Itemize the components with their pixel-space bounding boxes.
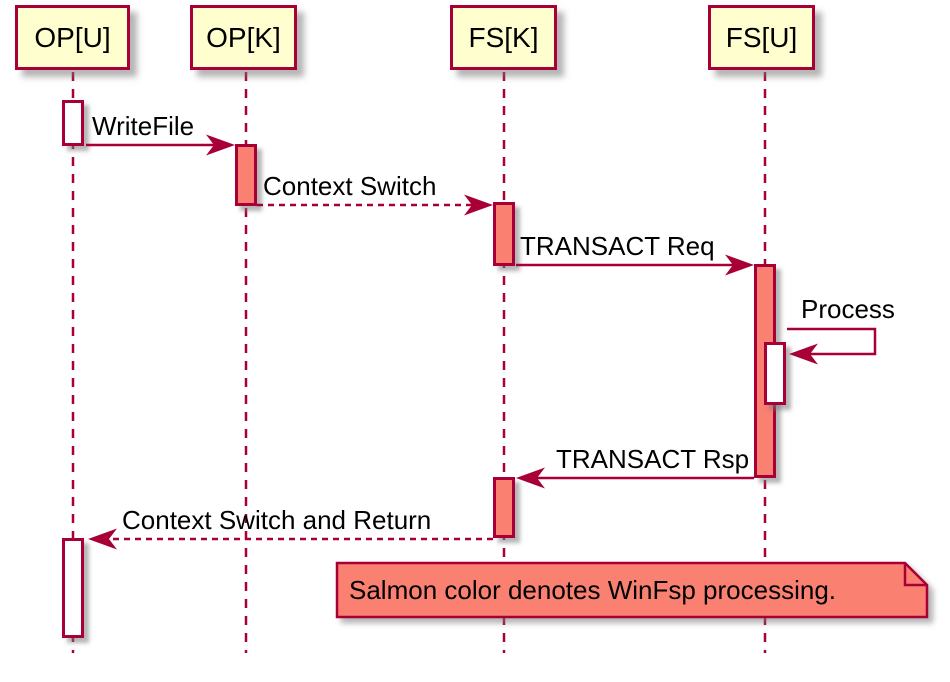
participant-label-opk: OP[K] (206, 21, 281, 53)
activation-fsk-salmon-1 (493, 202, 515, 266)
activation-opu-1 (62, 100, 84, 146)
participant-box-opk: OP[K] (190, 5, 297, 70)
activation-fsu-nested-white (764, 342, 786, 405)
participant-box-fsu: FS[U] (708, 5, 815, 70)
activation-opu-2 (62, 538, 84, 638)
message-label-process: Process (801, 294, 895, 324)
message-label-transact-rsp: TRANSACT Rsp (556, 444, 750, 474)
message-label-writefile: WriteFile (92, 111, 195, 141)
message-label-transact-req: TRANSACT Req (520, 231, 715, 261)
message-label-context-switch-return: Context Switch and Return (122, 505, 432, 535)
participant-label-fsu: FS[U] (725, 21, 798, 53)
participant-box-opu: OP[U] (15, 5, 130, 70)
participant-box-fsk: FS[K] (450, 5, 557, 70)
participant-label-opu: OP[U] (34, 21, 111, 53)
activation-opk-salmon (235, 144, 257, 206)
activation-fsk-salmon-2 (493, 477, 515, 538)
participant-label-fsk: FS[K] (468, 21, 539, 53)
message-label-context-switch: Context Switch (263, 171, 437, 201)
note-text: Salmon color denotes WinFsp processing. (349, 575, 837, 605)
